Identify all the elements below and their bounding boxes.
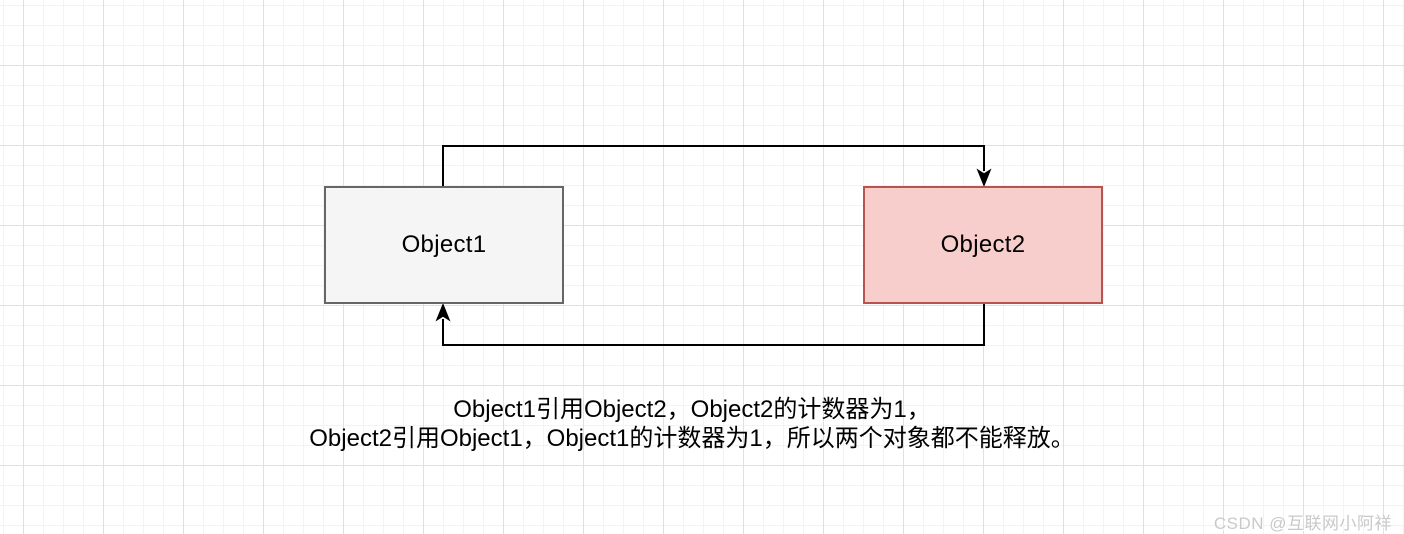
- watermark: CSDN @互联网小阿祥: [1213, 514, 1392, 533]
- edge-object1-to-object2: [442, 145, 985, 186]
- caption-line-2: Object2引用Object1，Object1的计数器为1，所以两个对象都不能…: [309, 425, 1075, 452]
- caption-line-1: Object1引用Object2，Object2的计数器为1，: [453, 396, 931, 423]
- arrowhead-down-icon: [976, 168, 992, 187]
- caption: Object1引用Object2，Object2的计数器为1， Object2引…: [232, 395, 1152, 453]
- node-object2-label: Object2: [940, 231, 1026, 258]
- edge-object2-to-object1: [442, 304, 985, 346]
- arrowhead-up-icon: [435, 303, 451, 322]
- node-object2: Object2: [863, 186, 1103, 304]
- node-object1: Object1: [324, 186, 564, 304]
- node-object1-label: Object1: [401, 231, 487, 258]
